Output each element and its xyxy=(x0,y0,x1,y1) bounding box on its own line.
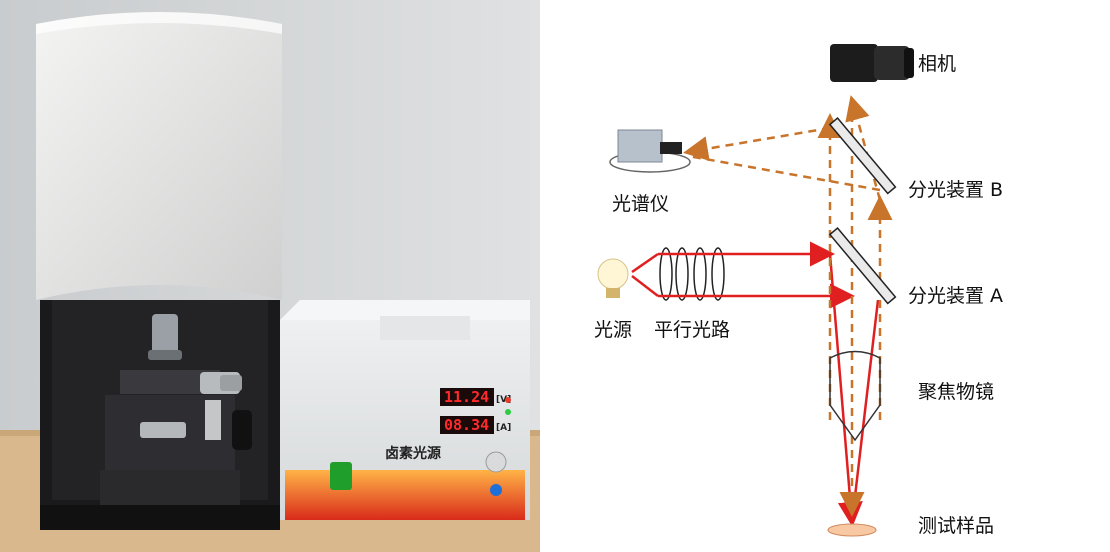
panel-label: 卤素光源 xyxy=(385,445,441,462)
objective-lens xyxy=(152,314,178,354)
voltage-unit: [V] xyxy=(496,395,511,405)
collimating-lens-group xyxy=(659,247,725,301)
light-source-label: 光源 xyxy=(594,319,632,341)
light-bulb-icon xyxy=(597,258,629,298)
camera-icon xyxy=(830,44,914,82)
sample-icon xyxy=(827,523,877,537)
spectrometer-label: 光谱仪 xyxy=(612,193,669,215)
optical-path-diagram: 相机 光谱仪 光源 平行光路 分光装置 B 分光装 xyxy=(594,44,1003,537)
objective-label: 聚焦物镜 xyxy=(918,381,994,403)
indicator-button xyxy=(490,484,502,496)
microscope-cover xyxy=(36,12,282,300)
halogen-light-source-box: 11.24 [V] 08.34 [A] 卤素光源 xyxy=(280,300,530,520)
beam-splitter-b xyxy=(828,117,897,195)
adjust-knob xyxy=(485,451,507,473)
sample-label: 测试样品 xyxy=(918,515,994,537)
camera-label: 相机 xyxy=(918,53,956,75)
beam-splitter-a xyxy=(828,227,897,305)
parallel-path-label: 平行光路 xyxy=(654,319,730,341)
power-switch xyxy=(330,462,352,490)
voltage-display-value: 11.24 xyxy=(444,388,489,406)
beam-splitter-a-label: 分光装置 A xyxy=(908,285,1003,307)
microscope-unit xyxy=(36,12,282,530)
objective-lens-icon xyxy=(829,350,881,442)
current-display-value: 08.34 xyxy=(444,416,489,434)
illumination-path xyxy=(631,241,880,527)
current-display xyxy=(440,416,494,434)
voltage-display xyxy=(440,388,494,406)
flame-decoration xyxy=(285,470,525,520)
signal-path xyxy=(683,95,893,517)
beam-splitter-b-label: 分光装置 B xyxy=(908,179,1003,201)
spectrometer-icon xyxy=(609,129,691,173)
current-unit: [A] xyxy=(496,423,511,433)
instrument-photo: 11.24 [V] 08.34 [A] 卤素光源 xyxy=(0,0,540,552)
stage-clip xyxy=(140,422,186,438)
